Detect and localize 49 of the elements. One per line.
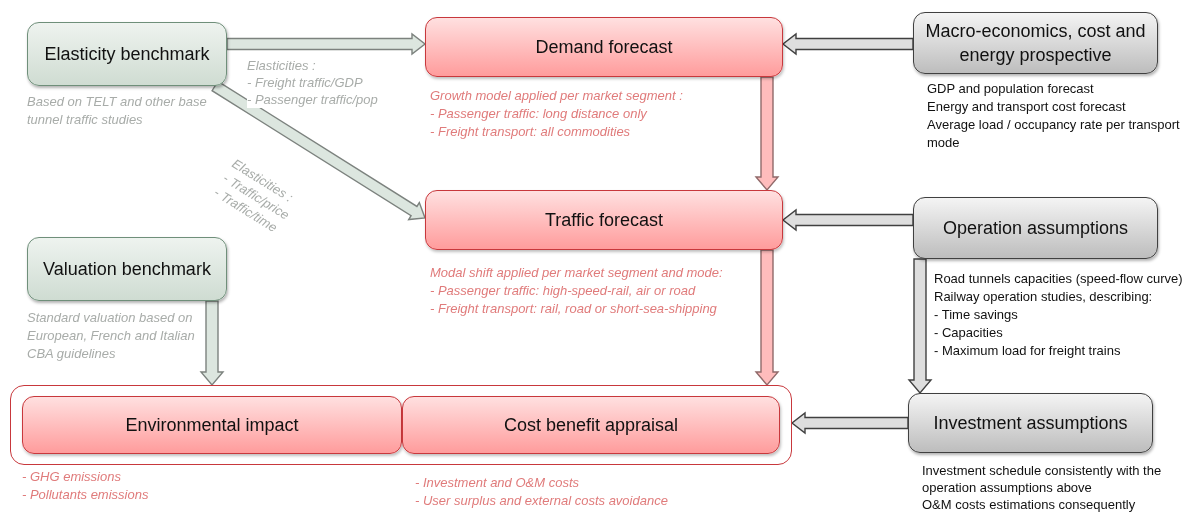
- process-box: [908, 393, 1153, 453]
- node-note: - Maximum load for freight trains: [934, 342, 1122, 360]
- node-note: O&M costs estimations consequently: [922, 496, 1137, 513]
- block-arrow: [781, 208, 914, 232]
- process-box: [913, 12, 1158, 74]
- block-arrow: [754, 76, 780, 192]
- process-box: [22, 396, 402, 454]
- node-note: - User surplus and external costs avoidance: [415, 492, 669, 510]
- process-box: [913, 197, 1158, 259]
- node-note: - Freight transport: rail, road or short-sea-shipping: [430, 300, 718, 318]
- process-box: [27, 22, 227, 86]
- block-arrow: [907, 258, 933, 395]
- node-label: Macro-economics, cost and energy prospective: [924, 20, 1147, 67]
- node-note: Energy and transport cost forecast: [927, 98, 1127, 116]
- process-box: [402, 396, 780, 454]
- group-frame: [10, 385, 792, 465]
- node-label: Demand forecast: [534, 36, 674, 59]
- node-note: Road tunnels capacities (speed-flow curve): [934, 270, 1184, 288]
- node-note: GDP and population forecast: [927, 80, 1095, 98]
- node-note: Standard valuation based on European, French and Italian CBA guidelines: [27, 309, 196, 363]
- block-arrow: [781, 32, 914, 56]
- node-note: - Time savings: [934, 306, 1019, 324]
- node-note: Based on TELT and other base tunnel traffic studies: [27, 93, 208, 129]
- node-note: - Passenger traffic: long distance only: [430, 105, 648, 123]
- node-note: - Capacities: [934, 324, 1004, 342]
- node-label: Valuation benchmark: [42, 258, 212, 281]
- block-arrow: [226, 32, 427, 56]
- node-note: - GHG emissions: [22, 468, 122, 486]
- node-note: - Passenger traffic: high-speed-rail, air or road: [430, 282, 697, 300]
- node-note: Growth model applied per market segment :: [430, 87, 684, 105]
- node-note: Investment schedule consistently with the operation assumptions above: [922, 462, 1163, 496]
- process-box: [425, 17, 783, 77]
- node-note: Modal shift applied per market segment and mode:: [430, 264, 724, 282]
- node-note: - Pollutants emissions: [22, 486, 150, 504]
- node-label: Cost benefit appraisal: [502, 414, 680, 437]
- process-box: [27, 237, 227, 301]
- block-arrow: [754, 249, 780, 387]
- node-note: - Investment and O&M costs: [415, 474, 580, 492]
- node-label: Elasticity benchmark: [43, 43, 211, 66]
- node-label: Environmental impact: [124, 414, 300, 437]
- node-label: Traffic forecast: [543, 209, 664, 232]
- node-note: Railway operation studies, describing:: [934, 288, 1154, 306]
- node-note: Average load / occupancy rate per transport mode: [927, 116, 1181, 152]
- node-note: - Freight transport: all commodities: [430, 123, 632, 141]
- block-arrow: [790, 411, 909, 435]
- process-box: [425, 190, 783, 250]
- node-label: Operation assumptions: [941, 217, 1130, 240]
- block-arrow: [199, 300, 225, 387]
- node-label: Investment assumptions: [932, 412, 1129, 435]
